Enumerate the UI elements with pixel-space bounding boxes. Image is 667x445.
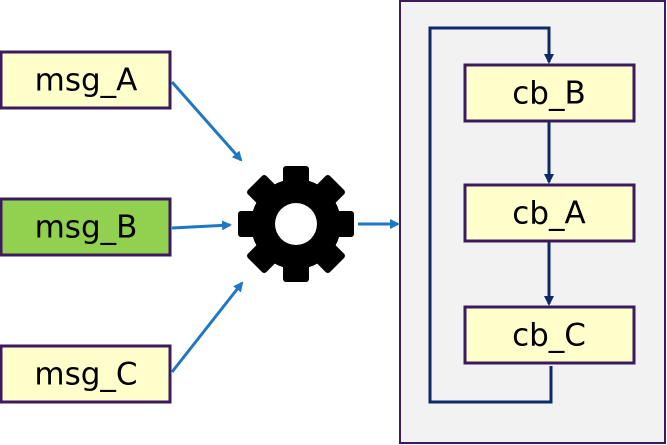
callback-box-cb-b: cb_B xyxy=(463,63,636,123)
message-box-msg-b: msg_B xyxy=(0,197,172,257)
arrow-msg-b-to-executor xyxy=(171,220,232,231)
gear-icon xyxy=(238,166,354,282)
message-box-msg-c: msg_C xyxy=(0,344,172,404)
message-label: msg_A xyxy=(35,63,138,99)
callback-box-cb-a: cb_A xyxy=(463,183,636,243)
message-label: msg_B xyxy=(35,210,138,246)
callback-label: cb_C xyxy=(512,318,586,354)
message-label: msg_C xyxy=(34,357,137,393)
callback-box-cb-c: cb_C xyxy=(463,305,636,365)
callback-loop-line xyxy=(428,26,554,404)
arrow-msg-c-to-executor xyxy=(170,281,244,373)
callback-label: cb_A xyxy=(512,196,585,232)
arrow-msg-a-to-executor xyxy=(170,81,243,162)
callback-label: cb_B xyxy=(512,76,586,112)
message-box-msg-a: msg_A xyxy=(0,50,172,110)
